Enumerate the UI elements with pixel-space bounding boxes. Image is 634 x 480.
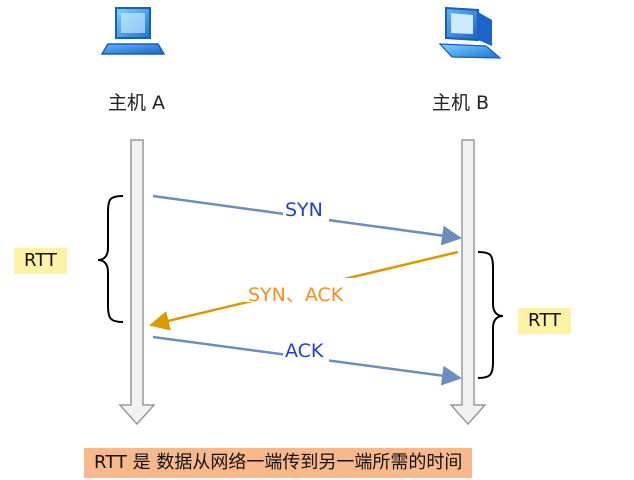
computer-icon xyxy=(438,6,502,59)
rtt-brace-left xyxy=(97,195,124,323)
synack-label: SYN、ACK xyxy=(248,284,344,306)
rtt-brace-right xyxy=(477,251,504,379)
timeline-b xyxy=(449,139,487,426)
rtt-label-left: RTT xyxy=(14,248,67,274)
syn-label: SYN xyxy=(285,199,323,221)
timeline-a xyxy=(118,139,156,426)
rtt-label-right: RTT xyxy=(518,308,571,334)
computer-icon xyxy=(100,7,166,55)
host-b-label: 主机 B xyxy=(432,92,490,114)
ack-label: ACK xyxy=(285,340,324,362)
host-a-label: 主机 A xyxy=(108,92,166,114)
caption: RTT 是 数据从网络一端传到另一端所需的时间 xyxy=(84,448,473,478)
